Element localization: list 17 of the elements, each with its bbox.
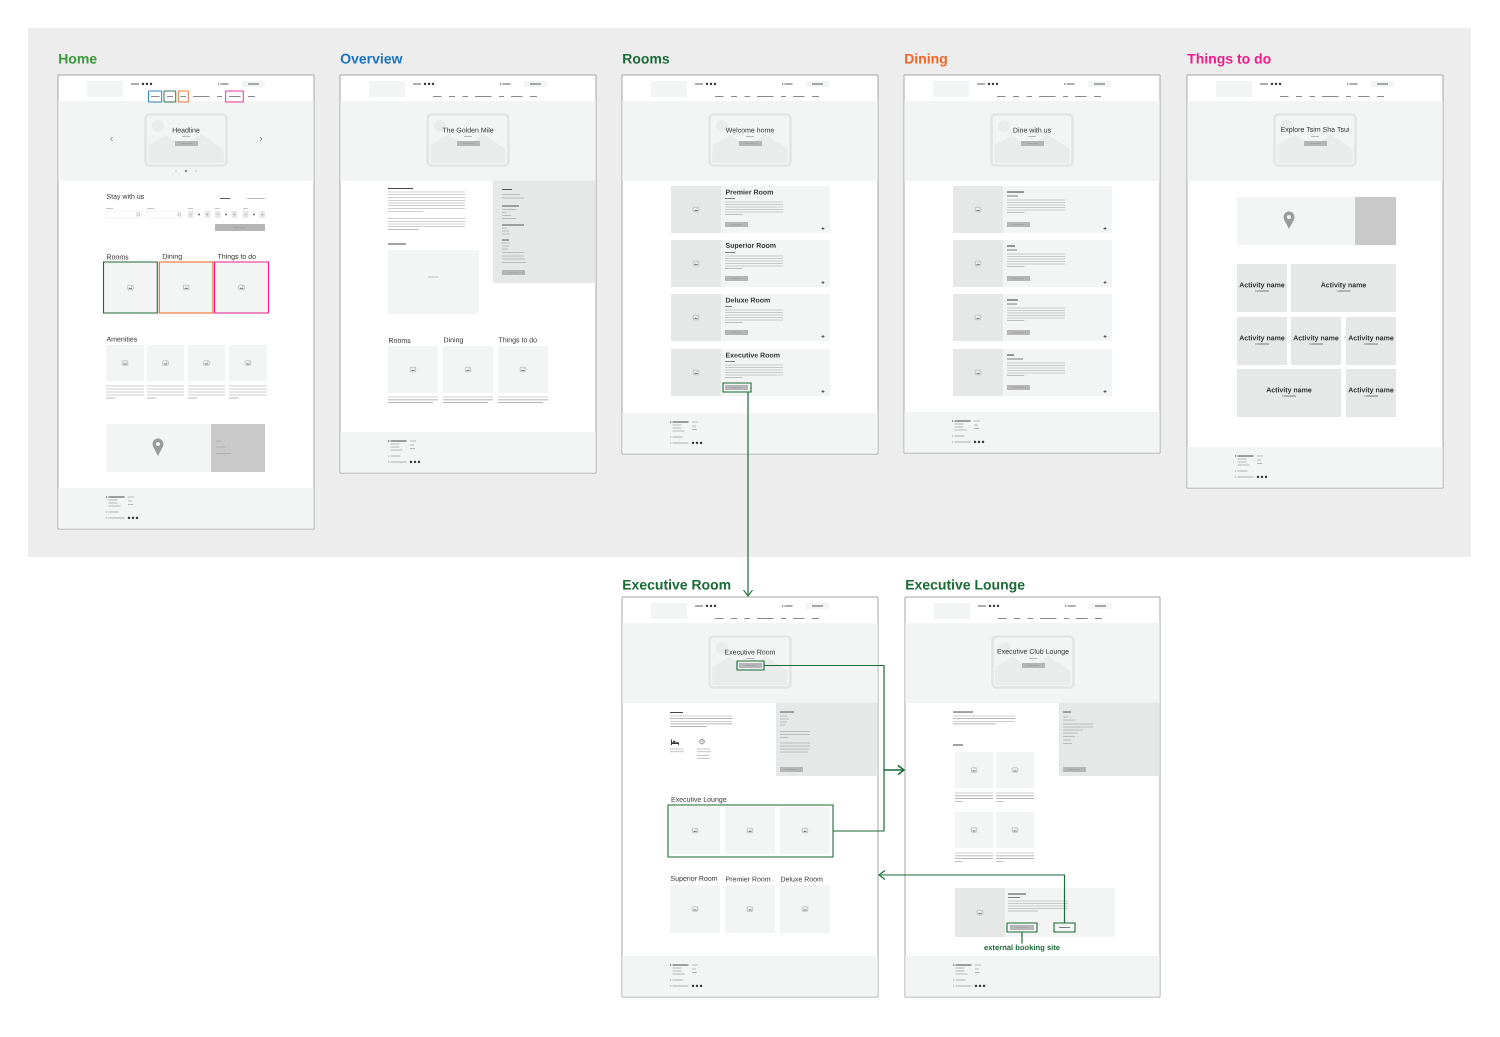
page-title: Overview bbox=[340, 53, 403, 64]
arrow bbox=[742, 391, 754, 597]
page-title: Executive Lounge bbox=[906, 579, 1025, 593]
leader-line bbox=[1021, 931, 1023, 945]
highlight-outline bbox=[225, 90, 244, 103]
highlight-outline bbox=[163, 90, 177, 103]
page-title: Dining bbox=[905, 53, 947, 67]
highlight-outline bbox=[1006, 922, 1038, 933]
highlight-outline bbox=[722, 382, 752, 393]
page-title: Home bbox=[59, 53, 97, 64]
highlight-outline bbox=[177, 90, 189, 103]
page-title: Rooms bbox=[623, 53, 670, 64]
page-title: Executive Room bbox=[623, 579, 731, 590]
highlight-outline bbox=[148, 90, 163, 103]
arrow bbox=[832, 764, 905, 832]
page-title: Things to do bbox=[1187, 53, 1271, 67]
arrow bbox=[878, 869, 1066, 924]
